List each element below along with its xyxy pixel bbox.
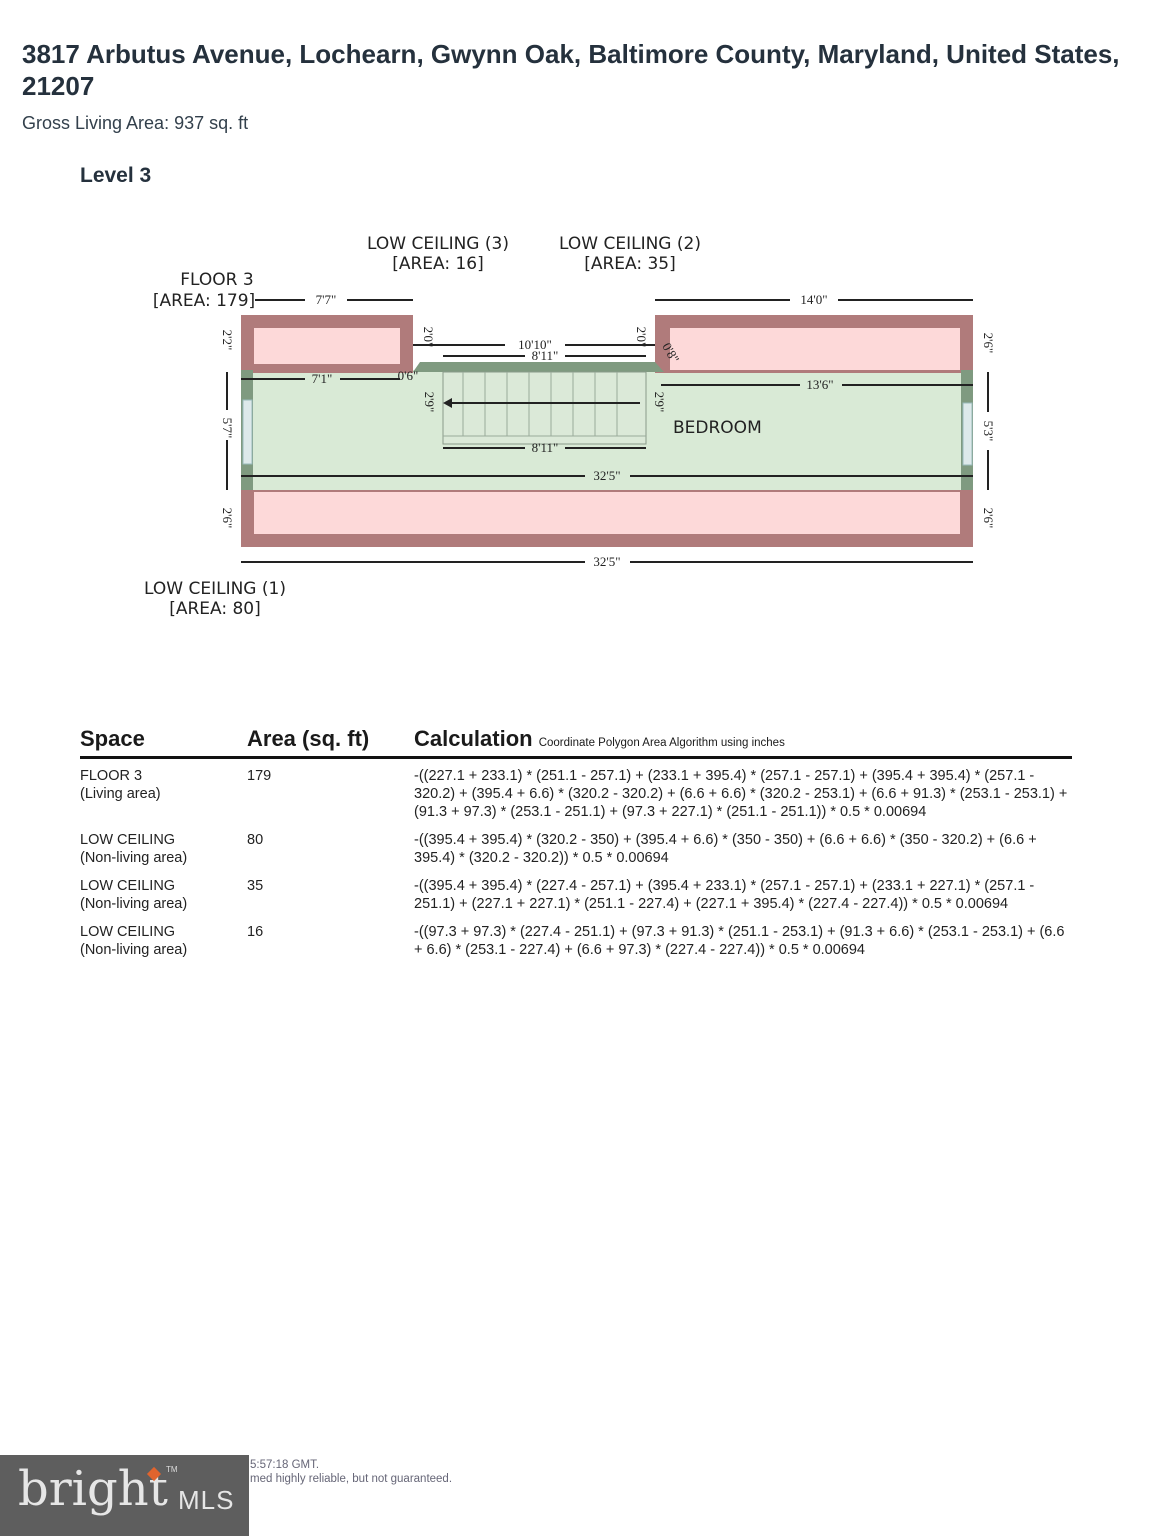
dim-label: 2'9" bbox=[652, 392, 667, 413]
dim-label: 2'0" bbox=[634, 327, 649, 348]
col-space: Space bbox=[80, 726, 247, 759]
calculation-cell: -((395.4 + 395.4) * (227.4 - 257.1) + (3… bbox=[414, 878, 1035, 912]
footer-timestamp: 5:57:18 GMT. bbox=[250, 1459, 320, 1471]
dim-label: 2'0" bbox=[421, 327, 436, 348]
dim-label: 10'10" bbox=[518, 337, 552, 352]
area-cell: 179 bbox=[247, 768, 272, 784]
calc-note: Coordinate Polygon Area Algorithm using … bbox=[538, 737, 785, 749]
gross-living-area: Gross Living Area: 937 sq. ft bbox=[22, 113, 249, 133]
low-ceiling-3-area: [AREA: 16] bbox=[392, 254, 484, 274]
space-cell: LOW CEILING(Non-living area) bbox=[80, 924, 188, 958]
dim-label: 0'6" bbox=[398, 368, 419, 383]
space-cell: FLOOR 3(Living area) bbox=[80, 768, 161, 802]
dim-label: 2'6" bbox=[981, 508, 996, 529]
property-address: 3817 Arbutus Avenue, Lochearn, Gwynn Oak… bbox=[22, 39, 1120, 101]
col-calculation: Calculation Coordinate Polygon Area Algo… bbox=[414, 726, 1072, 759]
calculation-cell: -((227.1 + 233.1) * (251.1 - 257.1) + (2… bbox=[414, 768, 1068, 820]
dim-label: 14'0" bbox=[800, 292, 827, 307]
area-cell: 80 bbox=[247, 832, 264, 848]
dim-label: 2'2" bbox=[220, 330, 235, 351]
table-row: FLOOR 3(Living area) 179 -((227.1 + 233.1)… bbox=[80, 758, 1072, 824]
calculation-cell: -((97.3 + 97.3) * (227.4 - 251.1) + (97.… bbox=[414, 924, 1065, 958]
dim-label: 13'6" bbox=[806, 377, 833, 392]
floor3-area: [AREA: 179] bbox=[153, 291, 255, 311]
area-calculation-table: Space Area (sq. ft) Calculation Coordina… bbox=[80, 726, 1072, 961]
dim-label: 32'5" bbox=[593, 468, 620, 483]
table-row: LOW CEILING(Non-living area) 80 -((395.4 +… bbox=[80, 823, 1072, 869]
dim-label: 8'11" bbox=[532, 440, 559, 455]
low-ceiling-1-area: [AREA: 80] bbox=[169, 599, 261, 619]
low-ceiling-2-label: LOW CEILING (2) bbox=[559, 234, 701, 254]
col-area: Area (sq. ft) bbox=[247, 726, 414, 759]
calculation-cell: -((395.4 + 395.4) * (320.2 - 350) + (395… bbox=[414, 832, 1037, 866]
low-ceiling-1-label: LOW CEILING (1) bbox=[144, 579, 286, 599]
low-ceiling-3-label: LOW CEILING (3) bbox=[367, 234, 509, 254]
table-row: LOW CEILING(Non-living area) 35 -((395.4 +… bbox=[80, 869, 1072, 915]
dim-label: 32'5" bbox=[593, 554, 620, 569]
dim-label: 8'11" bbox=[532, 348, 559, 363]
staircase bbox=[442, 371, 647, 445]
footer-disclaimer: med highly reliable, but not guaranteed. bbox=[250, 1473, 453, 1485]
space-cell: LOW CEILING(Non-living area) bbox=[80, 832, 188, 866]
dim-label: 5'7" bbox=[220, 418, 235, 439]
table-row: LOW CEILING(Non-living area) 16 -((97.3 + … bbox=[80, 915, 1072, 961]
level-heading: Level 3 bbox=[80, 164, 152, 187]
dim-label: 7'1" bbox=[312, 371, 333, 386]
bedroom-label: BEDROOM bbox=[673, 418, 762, 438]
low-ceiling-2-area: [AREA: 35] bbox=[584, 254, 676, 274]
space-cell: LOW CEILING(Non-living area) bbox=[80, 878, 188, 912]
dim-label: 2'6" bbox=[981, 333, 996, 354]
dim-label: 2'6" bbox=[220, 508, 235, 529]
floor-plan: FLOOR 3 [AREA: 179] LOW CEILING (3) [ARE… bbox=[144, 234, 996, 619]
floor3-label: FLOOR 3 bbox=[180, 270, 253, 290]
area-cell: 35 bbox=[247, 878, 264, 894]
dim-label: 2'9" bbox=[422, 392, 437, 413]
area-cell: 16 bbox=[247, 924, 264, 940]
dim-label: 7'7" bbox=[316, 292, 337, 307]
dim-label: 5'3" bbox=[981, 421, 996, 442]
